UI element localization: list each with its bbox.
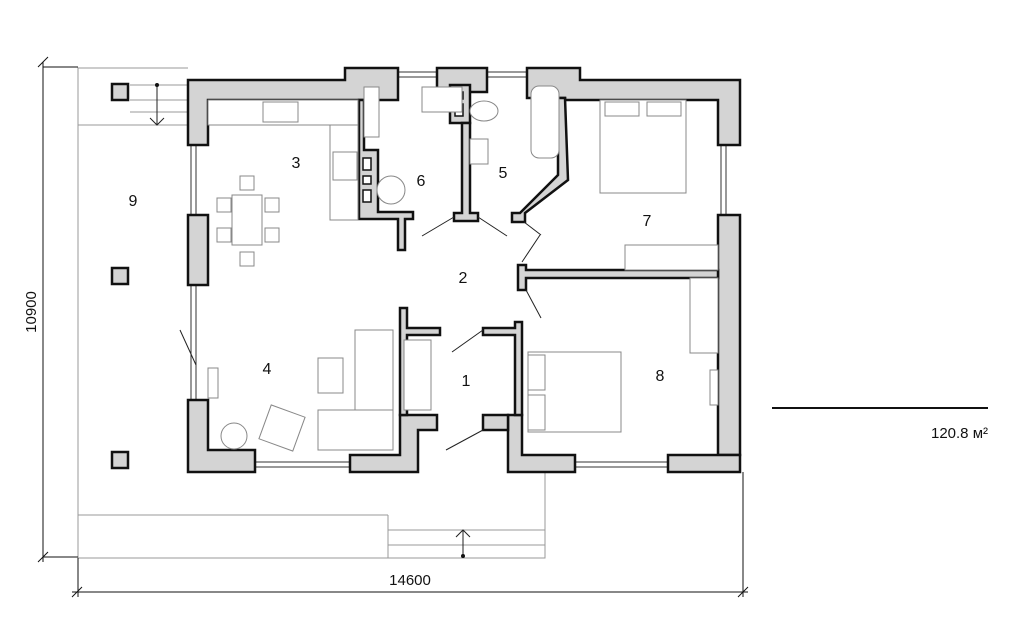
coffee-table xyxy=(317,357,344,394)
total-area: 120.8 м² xyxy=(931,425,988,442)
room-label-7: 7 xyxy=(643,213,652,230)
tv-stand-8 xyxy=(709,369,719,406)
doors xyxy=(179,216,542,451)
column xyxy=(110,450,130,470)
cabinet xyxy=(363,86,380,138)
room-label-4: 4 xyxy=(263,361,272,378)
washbasin xyxy=(469,138,489,165)
outer-walls xyxy=(186,66,742,474)
plant xyxy=(220,422,248,450)
bathtub xyxy=(530,85,560,159)
width-dimension: 14600 xyxy=(389,572,431,589)
toilet xyxy=(469,100,499,122)
room-label-2: 2 xyxy=(459,270,468,287)
height-dimension: 10900 xyxy=(23,291,40,333)
stove xyxy=(332,151,358,181)
room-label-3: 3 xyxy=(292,155,301,172)
wardrobe-7 xyxy=(624,244,719,271)
hall-wardrobe xyxy=(403,339,432,411)
washing-machine xyxy=(376,175,406,205)
room-label-5: 5 xyxy=(499,165,508,182)
wardrobe-8 xyxy=(689,277,719,354)
armchair xyxy=(258,404,306,452)
sink xyxy=(262,101,299,123)
dimension-lines xyxy=(37,56,749,598)
room-label-1: 1 xyxy=(462,373,471,390)
dining-table xyxy=(231,194,263,246)
tv-stand xyxy=(207,367,219,399)
room-label-6: 6 xyxy=(417,173,426,190)
furniture xyxy=(207,85,719,452)
room-label-9: 9 xyxy=(129,193,138,210)
room-label-8: 8 xyxy=(656,368,665,385)
toilet-cistern xyxy=(421,86,463,113)
column xyxy=(110,266,130,286)
column xyxy=(110,82,130,102)
